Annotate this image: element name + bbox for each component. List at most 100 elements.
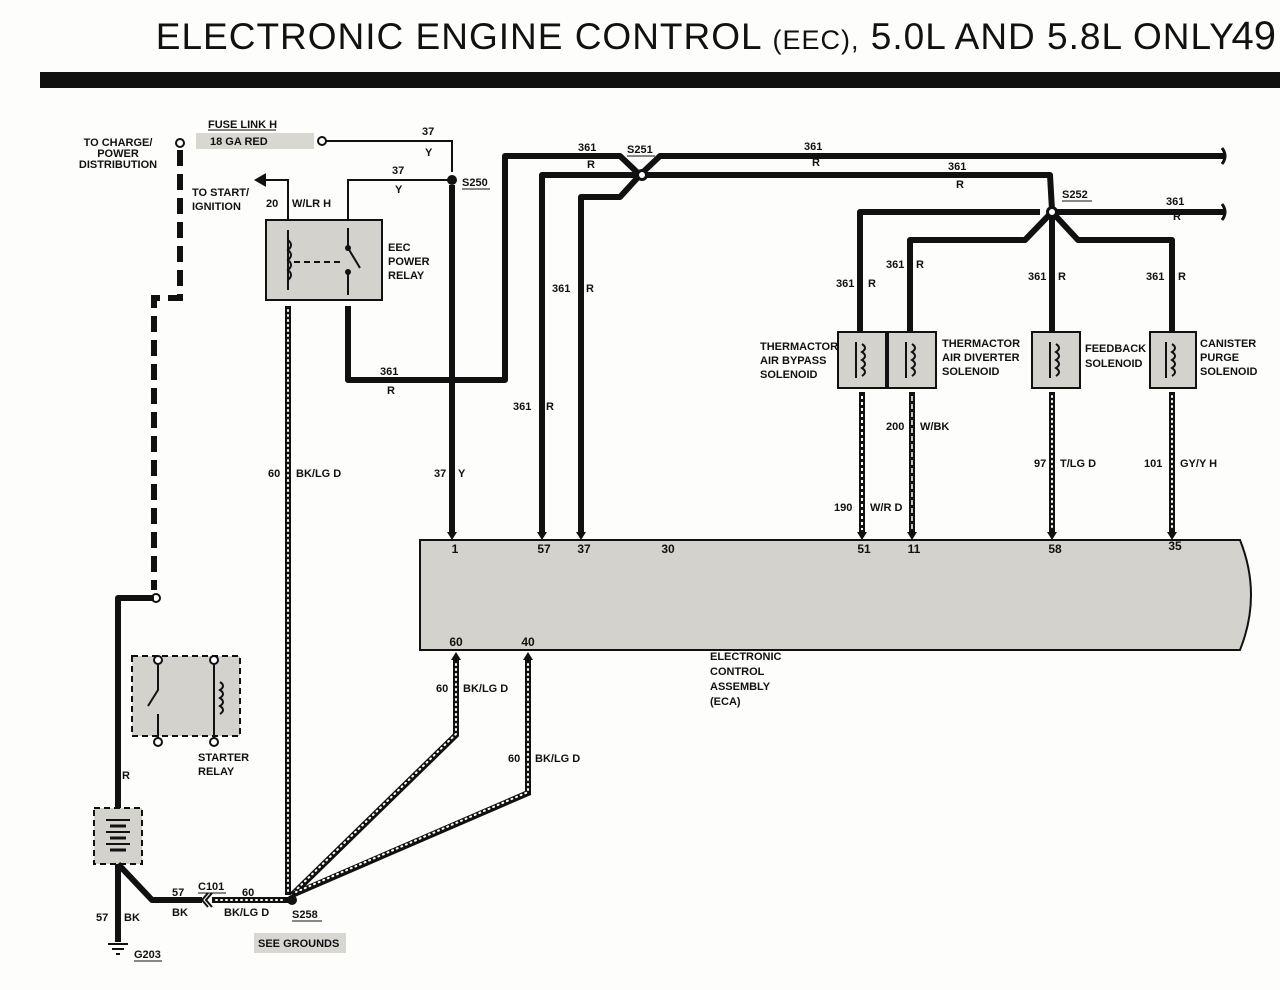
bypass-line3: SOLENOID [760,369,818,381]
eca-line3: ASSEMBLY [710,681,771,693]
s258-label: S258 [292,909,318,921]
feedback-line1: FEEDBACK [1085,343,1146,355]
w60-eca-b-color: BK/LG D [535,753,580,765]
w57-ground-color: BK [124,912,140,924]
w200-num: 200 [886,421,904,433]
header-rule [40,72,1280,88]
thermactor-bypass-solenoid: THERMACTOR AIR BYPASS SOLENOID [760,331,887,389]
to-charge-line2: POWER [97,148,139,160]
w361-a-r: R [587,159,595,171]
eec-power-relay: EEC POWER RELAY [265,219,430,301]
w190-color: W/R D [870,502,902,514]
w361-diverter-r: R [916,259,924,271]
title-main: ELECTRONIC ENGINE CONTROL [155,16,762,57]
w60-relay-num: 60 [268,468,280,480]
w361-d-r: R [1173,211,1181,223]
eca-pin-60: 60 [449,635,463,649]
eca-module: 1 57 37 30 51 11 58 35 60 40 ELECTRONIC … [419,532,1252,708]
w361-b-num: 361 [804,141,822,153]
eca-pin-1: 1 [452,542,459,556]
w361-eca-a-num: 361 [513,401,531,413]
w37c-num: 37 [434,468,446,480]
w37b-num: 37 [392,165,404,177]
c101-connector: C101 60 BK/LG D [198,881,290,919]
eec-relay-line2: POWER [388,256,430,268]
bypass-line1: THERMACTOR [760,341,838,353]
w57-c101-color: BK [172,907,188,919]
bypass-line2: AIR BYPASS [760,355,826,367]
w37a-num: 37 [422,126,434,138]
starter-relay-line2: RELAY [198,766,235,778]
eca-pin-11: 11 [908,542,921,556]
canister-line2: PURGE [1200,352,1239,364]
wire-60-relay: 60 BK/LG D [268,306,341,895]
w60-eca-a-color: BK/LG D [463,683,508,695]
fuse-link: FUSE LINK H 18 GA RED [196,119,327,149]
see-grounds-label: SEE GROUNDS [258,938,339,950]
thermactor-diverter-solenoid: THERMACTOR AIR DIVERTER SOLENOID [887,331,1020,389]
eec-relay-line3: RELAY [388,270,425,282]
canister-line1: CANISTER [1200,338,1256,350]
wire-37-y: 37 Y 37 Y S250 [326,126,490,220]
starter-relay-line1: STARTER [198,752,249,764]
w361-bypass-r: R [868,278,876,290]
w361-feedback-num: 361 [1028,271,1046,283]
w361-canister-num: 361 [1146,271,1164,283]
g203-ground: G203 [108,943,162,962]
w60-c101-num: 60 [242,887,254,899]
canister-line3: SOLENOID [1200,366,1258,378]
w57-c101-num: 57 [172,887,184,899]
title-paren: (EEC), [772,25,860,55]
to-start-line1: TO START/ [192,187,249,199]
s258-splice: S258 SEE GROUNDS [254,895,346,953]
battery: 57 BK 57 BK [93,807,202,942]
page-number: 49 [1231,14,1277,58]
eca-line4: (ECA) [710,696,741,708]
w361-canister-r: R [1178,271,1186,283]
to-start-line2: IGNITION [192,201,241,213]
w361-c-num: 361 [948,161,966,173]
w101-num: 101 [1144,458,1162,470]
w60-eca-b-num: 60 [508,753,520,765]
eca-pin-37: 37 [577,542,591,556]
c101-label: C101 [198,881,224,893]
w60-eca-a-num: 60 [436,683,448,695]
w60-c101-color: BK/LG D [224,907,269,919]
canister-purge-solenoid: CANISTER PURGE SOLENOID [1149,331,1258,389]
charge-label: TO CHARGE/ POWER DISTRIBUTION [79,137,157,171]
w361-a-num: 361 [578,142,596,154]
to-charge-line3: DISTRIBUTION [79,159,157,171]
eec-relay-line1: EEC [388,242,411,254]
solenoid-output-wires: 200 W/BK 190 W/R D 97 T/LG D 101 GY/Y H [834,392,1217,532]
fuse-link-label: FUSE LINK H [208,119,277,131]
w200-color: W/BK [920,421,949,433]
eca-line1: ELECTRONIC [710,651,782,663]
charge-feed-wire [151,138,185,603]
w361-eca-b-num: 361 [552,283,570,295]
fuse-gauge-label: 18 GA RED [210,136,268,148]
eca-pin-arrows [447,532,1177,540]
g203-label: G203 [134,949,161,961]
eca-pin-58: 58 [1048,542,1062,556]
eca-pin-35: 35 [1168,539,1182,553]
w361-relay-num: 361 [380,366,398,378]
w60-relay-color: BK/LG D [296,468,341,480]
w97-color: T/LG D [1060,458,1096,470]
diverter-line1: THERMACTOR [942,338,1020,350]
s251-splice: S251 361 R 361 R 361 R [578,141,1227,211]
w361-b-r: R [812,157,820,169]
eca-ground-wires: 60 BK/LG D 60 BK/LG D [289,652,580,898]
w37a-color: Y [425,147,433,159]
w97-num: 97 [1034,458,1046,470]
relay-wire-color: W/LR H [292,198,331,210]
w361-feedback-r: R [1058,271,1066,283]
eca-pin-40: 40 [521,635,535,649]
eca-pin-57: 57 [537,542,551,556]
diverter-line3: SOLENOID [942,366,1000,378]
eca-line2: CONTROL [710,666,765,678]
w37b-color: Y [395,184,403,196]
eca-pin-51: 51 [857,542,871,556]
s252-label: S252 [1062,189,1088,201]
w361-bypass-num: 361 [836,278,854,290]
